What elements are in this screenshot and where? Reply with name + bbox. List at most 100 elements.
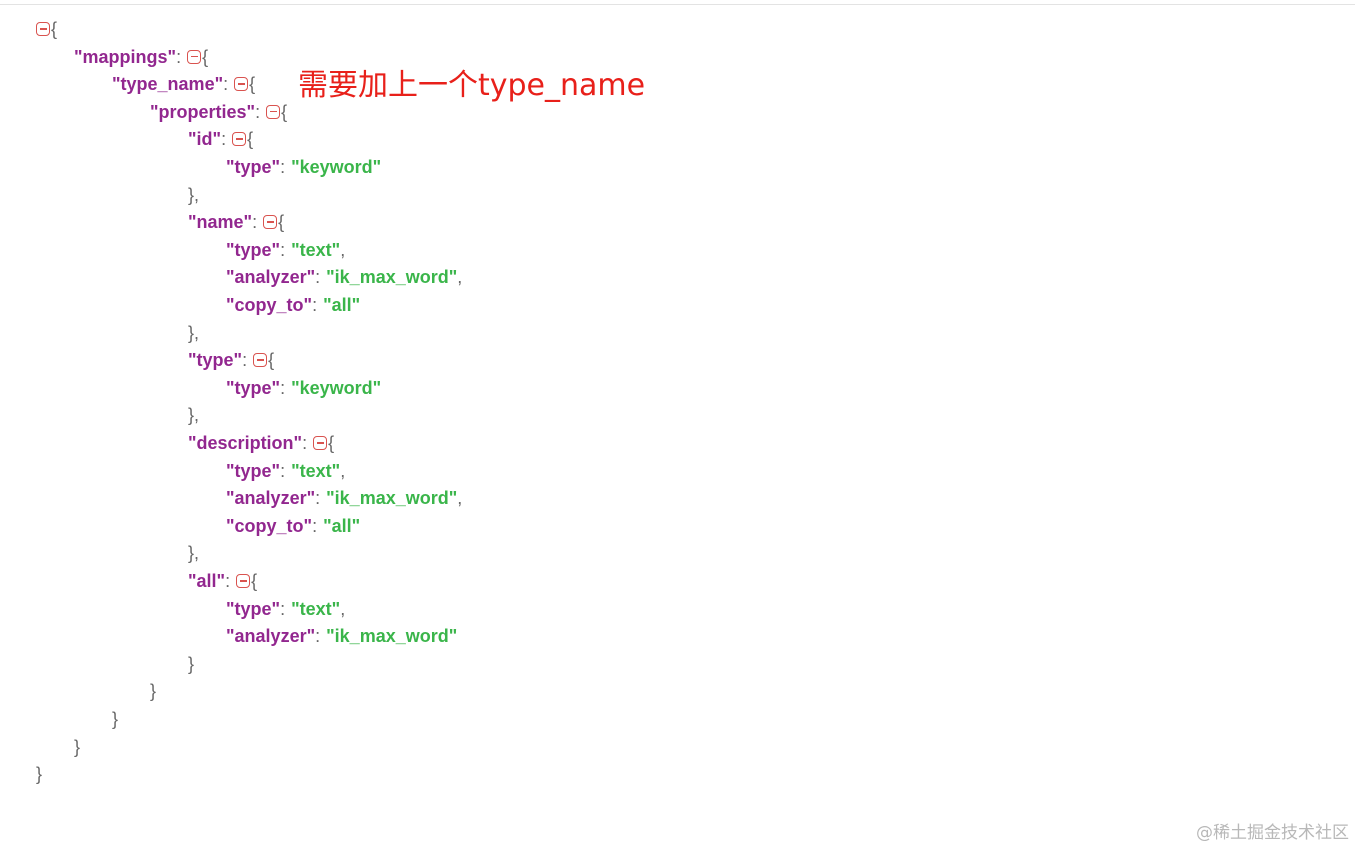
top-divider	[0, 4, 1355, 5]
json-line: "name": {	[188, 209, 284, 236]
colon: :	[280, 598, 286, 619]
open-brace: {	[202, 46, 209, 67]
close-brace: },	[188, 543, 200, 564]
colon: :	[221, 129, 227, 150]
watermark: @稀土掘金技术社区	[1196, 823, 1349, 843]
json-line: "type":"text",	[226, 596, 345, 623]
open-brace: {	[268, 350, 275, 371]
json-line: }	[112, 706, 118, 733]
json-line: "copy_to":"all"	[226, 292, 360, 319]
json-key: "all"	[188, 571, 226, 591]
close-brace: },	[188, 405, 200, 426]
json-key: "type"	[226, 377, 281, 398]
json-key: "type"	[226, 239, 281, 260]
json-line: "analyzer":"ik_max_word"	[226, 623, 457, 650]
json-string-value: "ik_max_word"	[326, 626, 458, 647]
open-brace: {	[281, 101, 288, 122]
json-key: "type"	[188, 350, 243, 371]
close-brace: }	[112, 709, 119, 729]
json-line: }	[36, 761, 42, 788]
open-brace: {	[249, 74, 256, 95]
json-string-value: "all"	[323, 515, 361, 536]
annotation-note: 需要加上一个type_name	[298, 68, 646, 103]
collapse-toggle-icon[interactable]	[263, 215, 278, 230]
close-brace: }	[150, 681, 157, 702]
json-key: "description"	[188, 433, 303, 453]
json-line: "analyzer":"ik_max_word",	[226, 485, 462, 512]
colon: :	[225, 571, 231, 591]
json-line: "properties": {	[150, 99, 287, 126]
json-line: },	[188, 402, 199, 429]
json-line: "copy_to":"all"	[226, 513, 360, 540]
json-line: },	[188, 540, 199, 567]
json-key: "copy_to"	[226, 295, 313, 315]
colon: :	[280, 239, 286, 260]
collapse-toggle-icon[interactable]	[232, 132, 247, 147]
comma: ,	[457, 488, 463, 509]
json-string-value: "ik_max_word"	[326, 488, 458, 509]
json-key: "analyzer"	[226, 626, 316, 647]
json-key: "copy_to"	[226, 515, 313, 536]
collapse-toggle-icon[interactable]	[36, 22, 50, 36]
json-line: },	[188, 182, 199, 209]
json-string-value: "keyword"	[291, 377, 382, 398]
colon: :	[302, 433, 308, 453]
json-string-value: "text"	[291, 460, 341, 481]
colon: :	[280, 460, 286, 481]
json-line: "analyzer":"ik_max_word",	[226, 264, 462, 291]
collapse-toggle-icon[interactable]	[234, 77, 249, 92]
colon: :	[242, 350, 248, 371]
json-line: {	[36, 16, 57, 43]
json-line: "type":"keyword"	[226, 375, 381, 402]
colon: :	[315, 626, 321, 647]
json-key: "type"	[226, 598, 281, 619]
json-line: "type":"keyword"	[226, 154, 381, 181]
json-key: "analyzer"	[226, 488, 316, 509]
open-brace: {	[51, 19, 58, 39]
colon: :	[252, 212, 258, 233]
json-string-value: "text"	[291, 239, 341, 260]
collapse-toggle-icon[interactable]	[253, 353, 268, 368]
json-line: }	[188, 651, 194, 678]
json-line: "type":"text",	[226, 237, 345, 264]
colon: :	[176, 46, 182, 67]
colon: :	[255, 101, 261, 122]
json-key: "id"	[188, 129, 222, 150]
open-brace: {	[278, 212, 285, 233]
json-string-value: "keyword"	[291, 157, 382, 177]
collapse-toggle-icon[interactable]	[236, 574, 251, 588]
close-brace: },	[188, 322, 200, 343]
json-line: },	[188, 320, 199, 347]
colon: :	[315, 488, 321, 509]
comma: ,	[340, 460, 346, 481]
open-brace: {	[251, 571, 258, 591]
close-brace: }	[36, 764, 43, 785]
json-key: "type_name"	[112, 74, 224, 95]
close-brace: }	[74, 736, 81, 757]
colon: :	[312, 515, 318, 536]
json-line: "type":"text",	[226, 458, 345, 485]
colon: :	[223, 74, 229, 95]
collapse-toggle-icon[interactable]	[187, 49, 202, 64]
open-brace: {	[328, 433, 335, 453]
close-brace: }	[188, 653, 195, 674]
colon: :	[280, 157, 286, 177]
json-string-value: "all"	[323, 295, 361, 315]
comma: ,	[457, 267, 463, 288]
json-line: "mappings":{	[74, 44, 208, 71]
collapse-toggle-icon[interactable]	[266, 104, 281, 119]
json-string-value: "ik_max_word"	[326, 267, 458, 288]
comma: ,	[340, 598, 346, 619]
json-key: "properties"	[150, 101, 256, 122]
json-line: }	[74, 734, 80, 761]
json-key: "type"	[226, 157, 281, 177]
json-key: "type"	[226, 460, 281, 481]
json-string-value: "text"	[291, 598, 341, 619]
json-line: "id":{	[188, 126, 253, 153]
comma: ,	[340, 239, 346, 260]
colon: :	[315, 267, 321, 288]
json-line: "description": {	[188, 430, 334, 457]
json-key: "name"	[188, 212, 253, 233]
collapse-toggle-icon[interactable]	[313, 436, 328, 450]
close-brace: },	[188, 184, 200, 205]
